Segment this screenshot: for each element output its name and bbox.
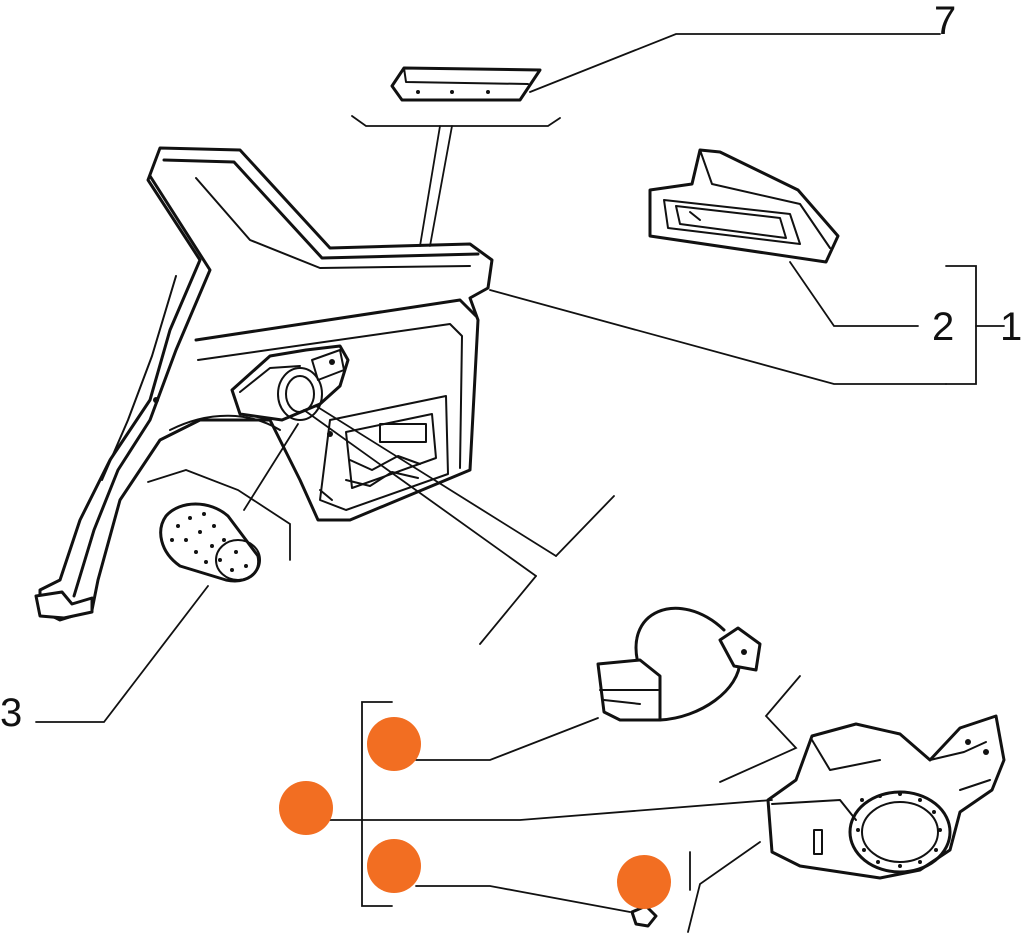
hotspot-marker[interactable] [367, 717, 421, 771]
callout-2[interactable]: 2 [932, 305, 954, 349]
part-7-lens-strip [390, 66, 542, 102]
part-3-grommet [159, 502, 261, 583]
panel-socket-assembly [230, 344, 350, 422]
callout-labels: 7 2 1 3 [0, 0, 1022, 735]
hotspot-marker[interactable] [617, 855, 671, 909]
socket-housing-assembly [766, 714, 1006, 880]
callout-3[interactable]: 3 [0, 691, 22, 735]
hotspot-marker[interactable] [279, 781, 333, 835]
clamp-ring [596, 606, 762, 722]
hotspot-marker[interactable] [367, 839, 421, 893]
leader-lines [35, 33, 1005, 933]
callout-7[interactable]: 7 [934, 0, 956, 43]
hotspot-markers [279, 717, 671, 909]
part-2-lamp-housing [648, 148, 840, 264]
callout-1[interactable]: 1 [1000, 305, 1022, 349]
